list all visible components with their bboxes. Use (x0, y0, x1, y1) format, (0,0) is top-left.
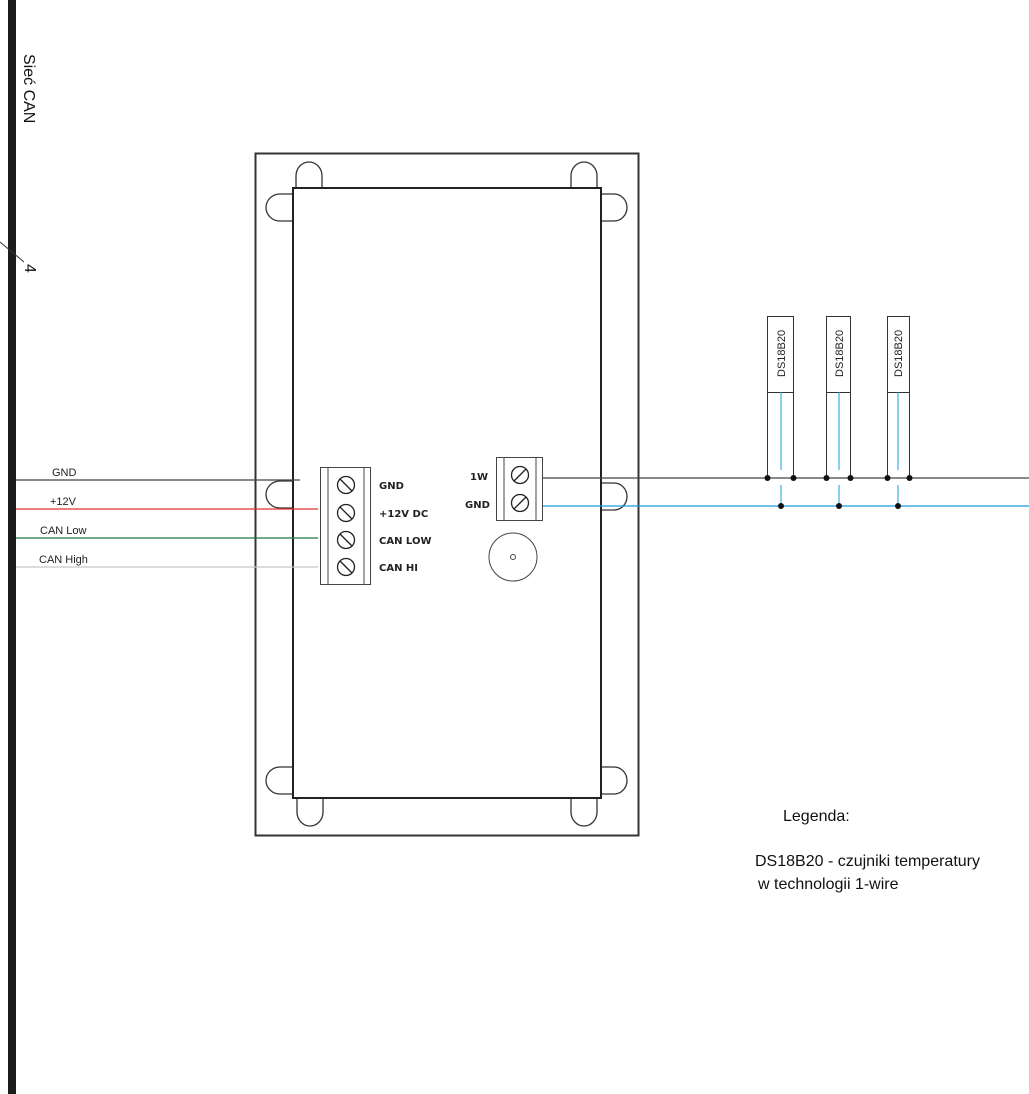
bus-marker-line (0, 241, 25, 263)
sensor-1: DS18B20 (764, 316, 797, 509)
terminal-block-1wire (496, 457, 543, 521)
sensor-3: DS18B20 (884, 316, 913, 509)
sensor-2-label: DS18B20 (834, 330, 846, 377)
sensor-1-label: DS18B20 (776, 330, 788, 377)
legend-title: Legenda: (783, 808, 850, 825)
terminal-label-can-hi: CAN HI (379, 563, 418, 574)
terminal-label-1w: 1W (470, 472, 488, 483)
legend-line-1: DS18B20 - czujniki temperatury (755, 853, 980, 870)
terminal-label-gnd: GND (379, 481, 404, 492)
can-bus-bar (8, 0, 16, 1094)
enclosure-outer (254, 152, 640, 837)
mounting-tabs (265, 161, 628, 827)
buzzer-icon (488, 532, 538, 582)
sensor-3-label: DS18B20 (893, 330, 905, 377)
wire-label-can-high: CAN High (39, 554, 88, 566)
terminal-label-12v: +12V DC (379, 509, 428, 520)
sensor-2: DS18B20 (823, 316, 854, 509)
terminal-label-1w-gnd: GND (465, 500, 490, 511)
wire-label-gnd: GND (52, 467, 77, 479)
bus-marker-number: 4 (21, 264, 38, 273)
wire-label-can-low: CAN Low (40, 525, 87, 537)
terminal-block-main (320, 467, 371, 585)
legend-line-2: w technologii 1-wire (757, 876, 899, 893)
wire-label-12v: +12V (50, 496, 77, 508)
terminal-label-can-low: CAN LOW (379, 536, 431, 547)
can-bus-label: Sieć CAN (20, 54, 37, 123)
